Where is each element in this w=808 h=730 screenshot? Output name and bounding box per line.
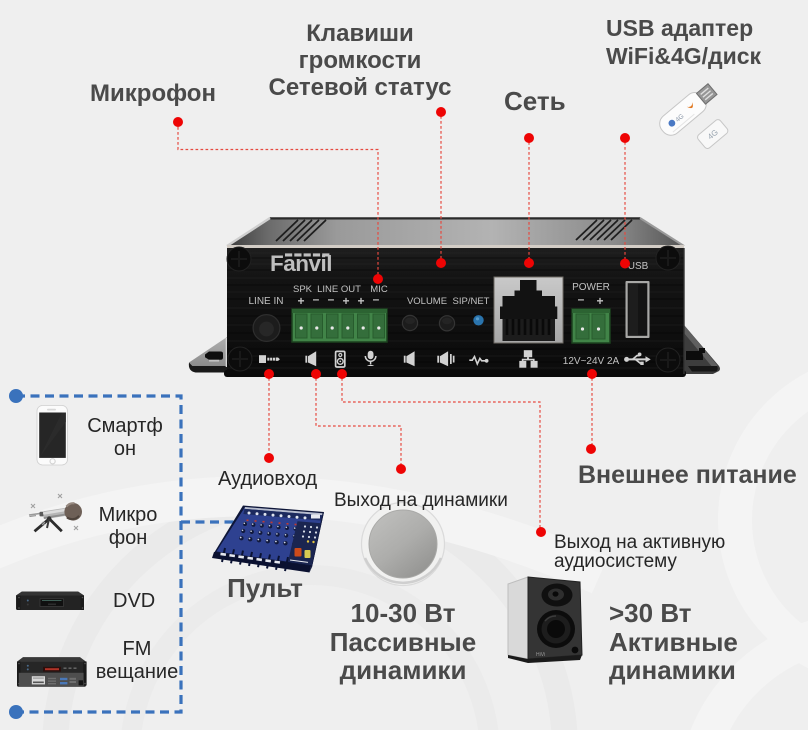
svg-text:–: – xyxy=(328,292,335,306)
svg-text:+: + xyxy=(342,294,349,308)
svg-text:SIP/NET: SIP/NET xyxy=(453,296,490,307)
svg-text:SPK: SPK xyxy=(293,284,313,295)
svg-text:VOLUME: VOLUME xyxy=(407,296,447,307)
svg-text:–: – xyxy=(313,292,320,306)
svg-text:LINE IN: LINE IN xyxy=(248,296,283,307)
svg-text:+: + xyxy=(297,294,304,308)
svg-text:+: + xyxy=(357,294,364,308)
svg-text:POWER: POWER xyxy=(572,282,610,293)
svg-text:LINE OUT: LINE OUT xyxy=(317,284,361,295)
svg-text:–: – xyxy=(373,292,380,306)
svg-text:12V~24V 2A: 12V~24V 2A xyxy=(563,356,620,367)
svg-text:USB: USB xyxy=(628,261,649,272)
svg-text:4G: 4G xyxy=(674,113,685,124)
svg-text:+: + xyxy=(596,294,603,308)
svg-text:HiVi: HiVi xyxy=(536,652,545,658)
svg-text:–: – xyxy=(578,292,585,306)
svg-text:MIC: MIC xyxy=(370,284,388,295)
